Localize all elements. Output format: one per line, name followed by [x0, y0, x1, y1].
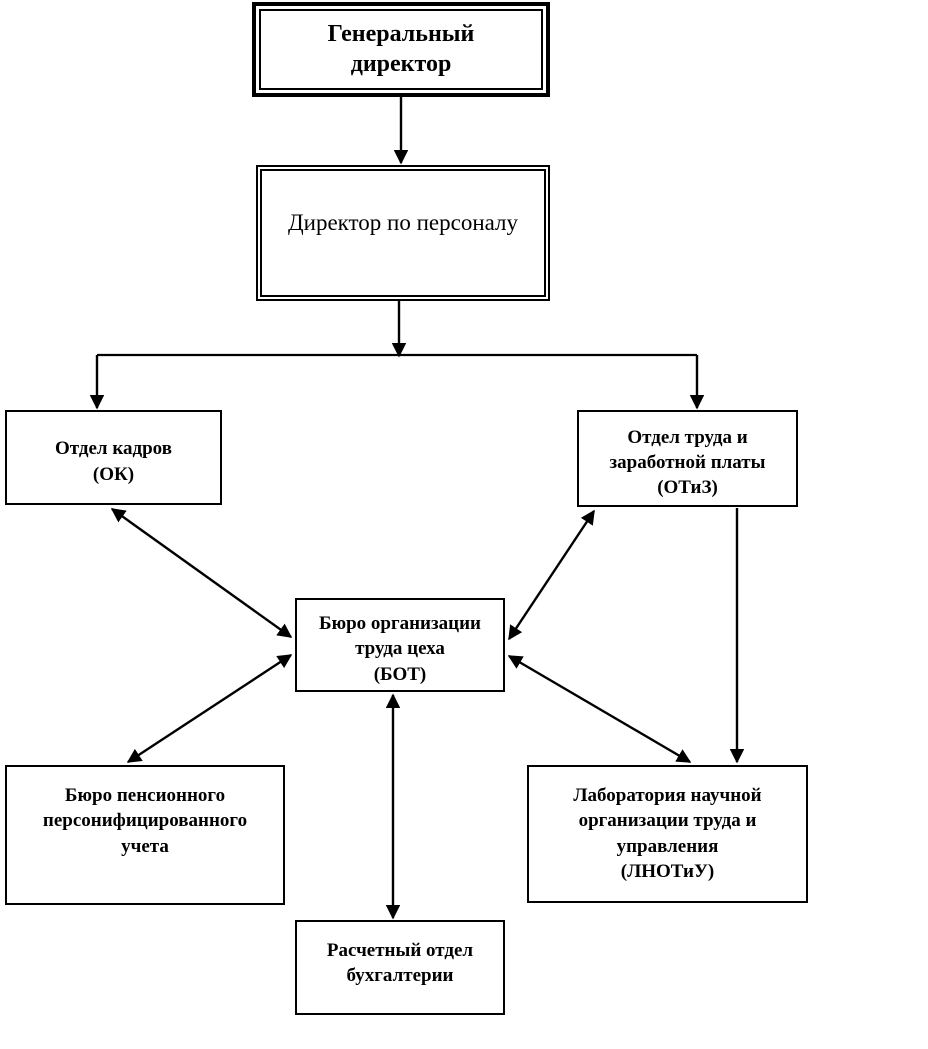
connector-labor-wages-to-bot [508, 509, 595, 641]
connector-bot-to-lab [507, 654, 692, 764]
node-personnel-department-line-2: (ОК) [92, 463, 135, 485]
node-workshop-labor-bureau-line-3: (БОТ) [373, 663, 427, 685]
node-labor-wages-department-line-2: заработной платы [609, 451, 766, 473]
node-workshop-labor-bureau[interactable]: Бюро организации труда цеха (БОТ) [295, 598, 505, 692]
node-general-director-line-2: директор [350, 50, 452, 77]
connector-personnel-to-bot [110, 508, 293, 638]
node-accounting-settlement-line-2: бухгалтерии [346, 965, 454, 987]
node-scientific-lab-line-3: управления [616, 835, 719, 857]
node-scientific-lab-line-4: (ЛНОТиУ) [620, 860, 715, 882]
node-labor-wages-department-line-3: (ОТиЗ) [657, 477, 718, 499]
node-general-director-line-1: Генеральный [327, 21, 475, 48]
node-accounting-settlement[interactable]: Расчетный отдел бухгалтерии [295, 920, 505, 1015]
node-workshop-labor-bureau-line-2: труда цеха [355, 638, 445, 660]
node-personnel-department-line-1: Отдел кадров [55, 438, 172, 460]
node-accounting-settlement-line-1: Расчетный отдел [326, 940, 474, 961]
node-pension-bureau[interactable]: Бюро пенсионного персонифицированного уч… [5, 765, 285, 905]
connector-bot-to-pension [126, 653, 293, 764]
node-scientific-lab-line-2: организации труда и [578, 810, 757, 832]
node-scientific-lab[interactable]: Лаборатория научной организации труда и … [527, 765, 808, 903]
node-scientific-lab-line-1: Лаборатория научной [573, 785, 762, 806]
node-hr-director[interactable]: Директор по персоналу [256, 165, 550, 301]
node-hr-director-line-1: Директор по персоналу [287, 210, 519, 235]
node-pension-bureau-line-2: персонифицированного [42, 810, 248, 832]
node-labor-wages-department[interactable]: Отдел труда и заработной платы (ОТиЗ) [577, 410, 798, 507]
node-labor-wages-department-line-1: Отдел труда и [627, 426, 748, 448]
node-workshop-labor-bureau-line-1: Бюро организации [319, 613, 481, 635]
node-general-director[interactable]: Генеральный директор [252, 2, 550, 97]
node-personnel-department[interactable]: Отдел кадров (ОК) [5, 410, 222, 505]
node-pension-bureau-line-1: Бюро пенсионного [64, 785, 226, 806]
node-pension-bureau-line-3: учета [121, 835, 169, 857]
